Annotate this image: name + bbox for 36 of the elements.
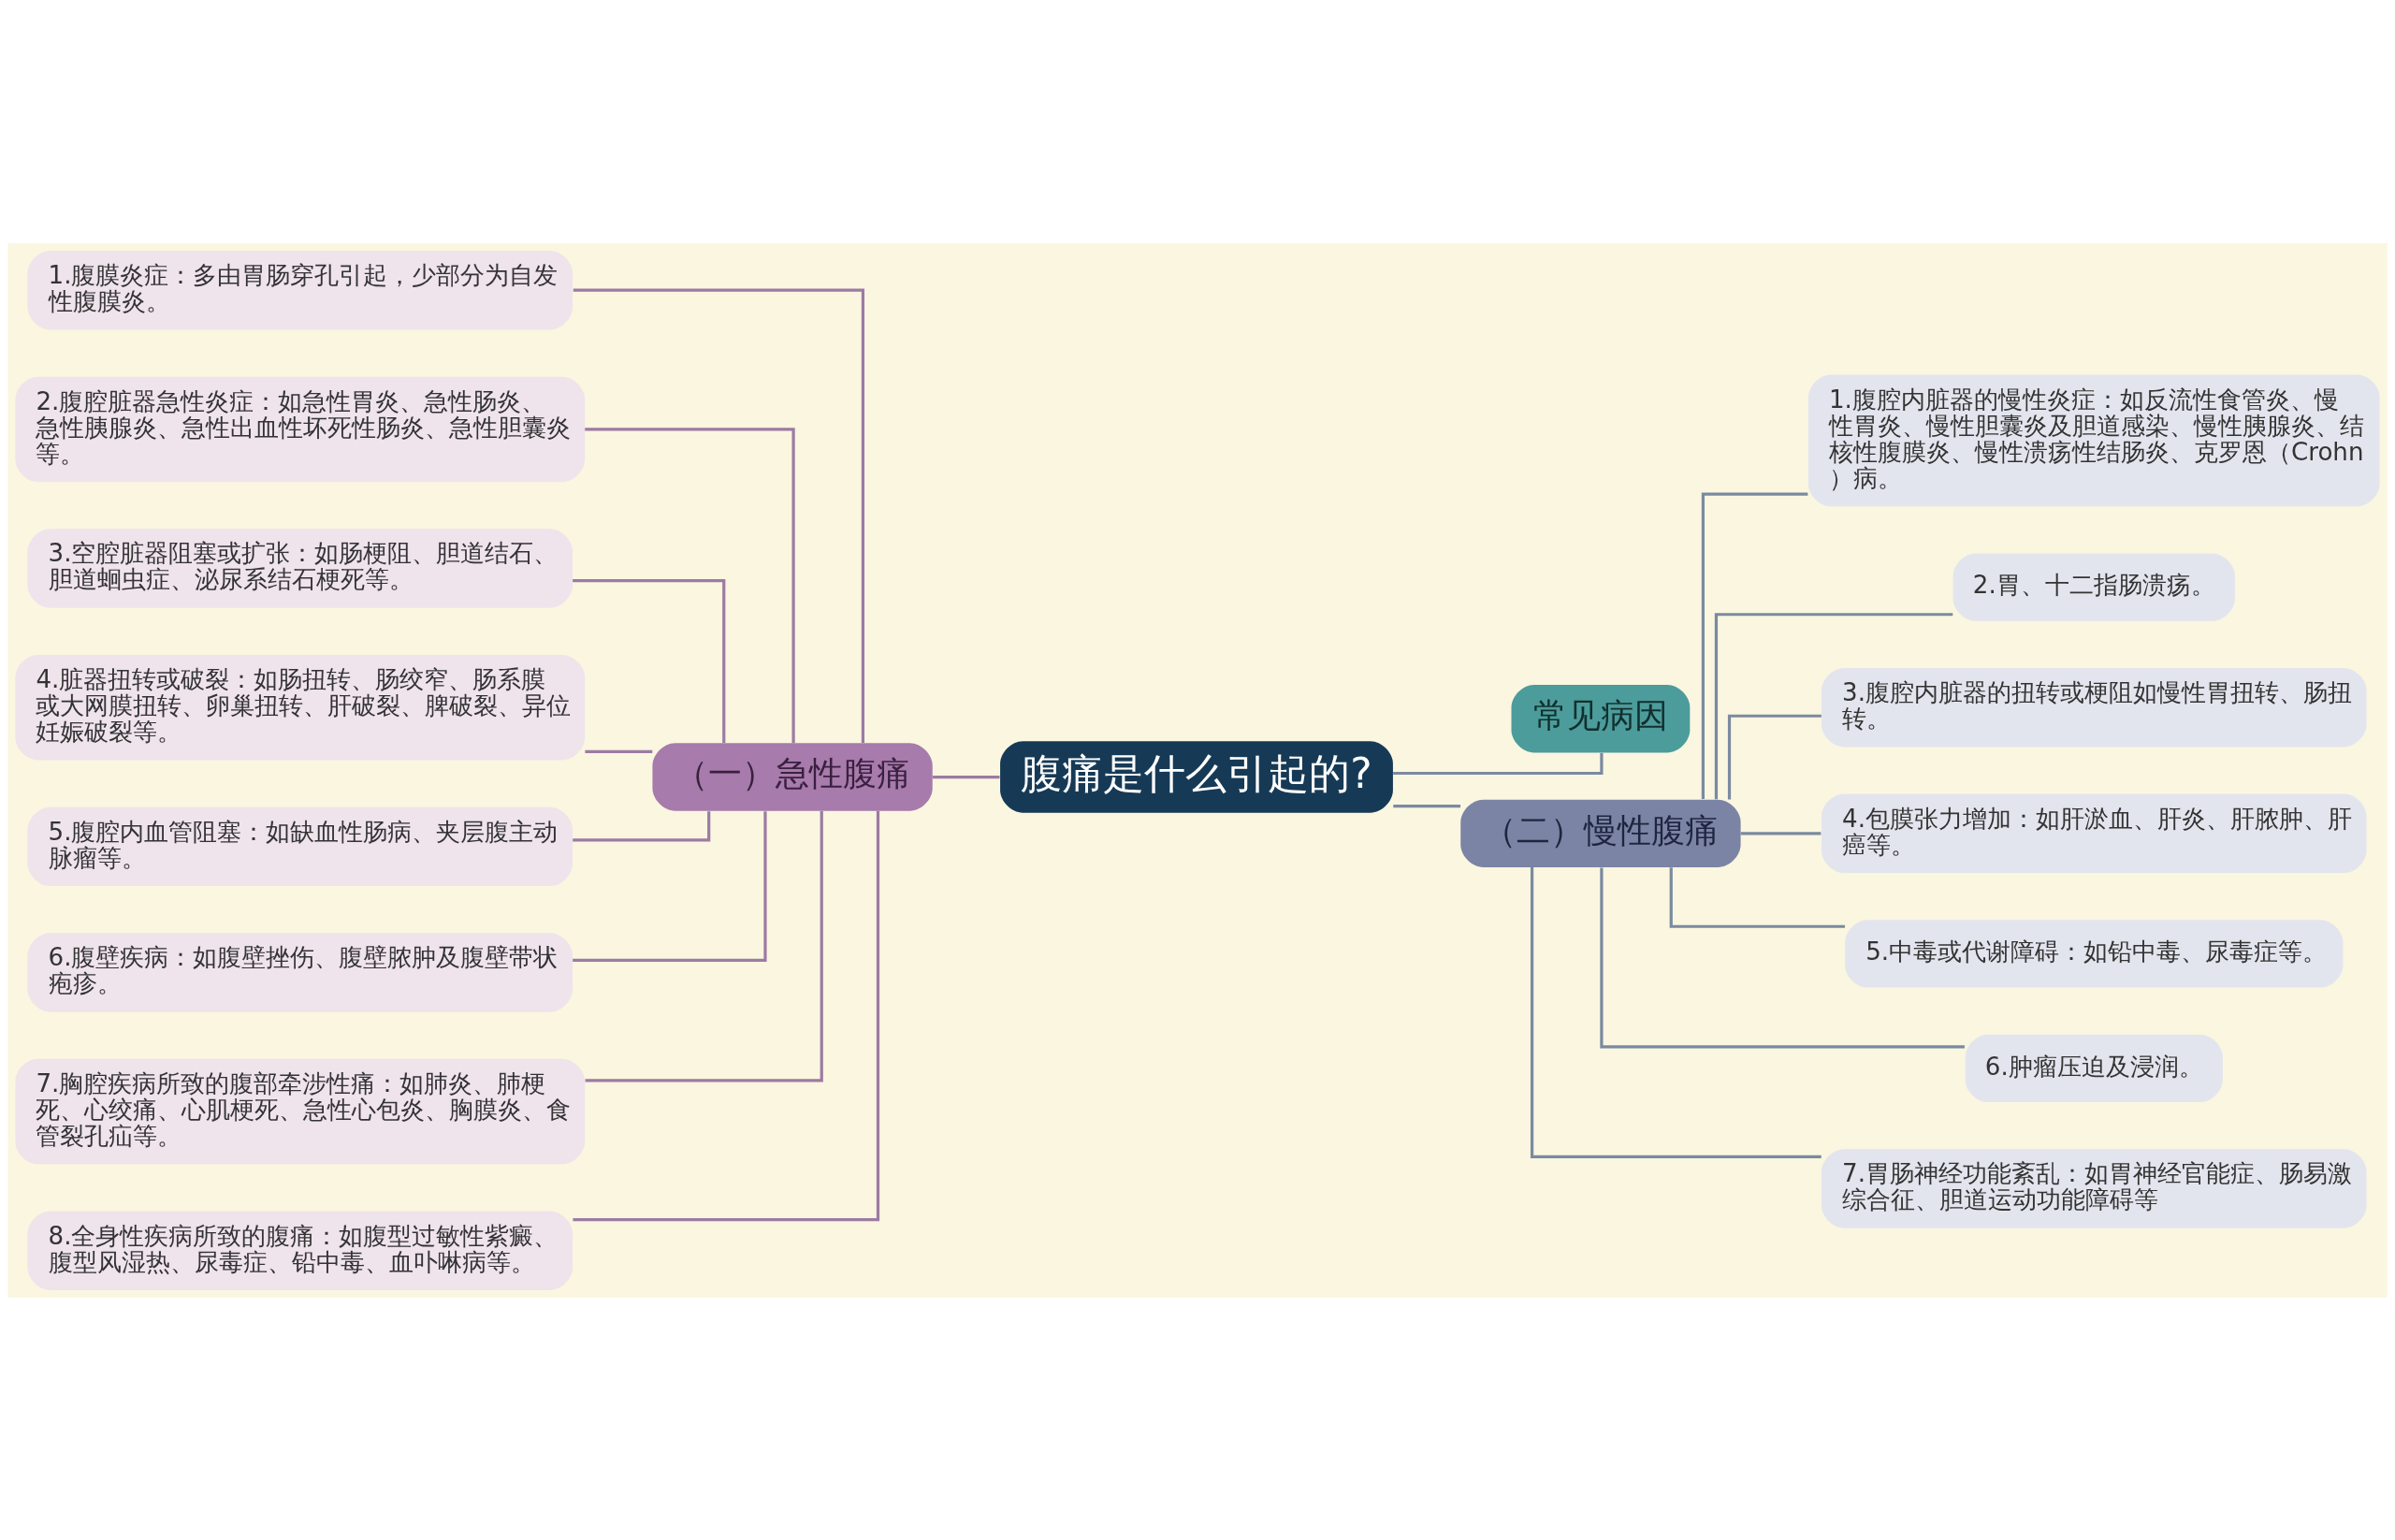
node-box: （一）急性腹痛 <box>652 742 933 811</box>
connector <box>573 810 880 1221</box>
connector <box>1600 866 1965 1048</box>
connector <box>1393 752 1604 775</box>
node-box: 常见病因 <box>1511 684 1691 752</box>
node-box: 5.中毒或代谢障碍：如铅中毒、尿毒症等。 <box>1845 919 2344 988</box>
connector <box>1727 714 1822 799</box>
connector <box>1740 831 1822 835</box>
node-box: 4.脏器扭转或破裂：如肠扭转、肠绞窄、肠系膜或大网膜扭转、卵巢扭转、肝破裂、脾破裂、异位妊娠破裂等。 <box>15 654 586 760</box>
connector <box>1669 866 1846 928</box>
connector <box>573 288 864 743</box>
node-box: 4.包膜张力增加：如肝淤血、肝炎、肝脓肿、肝癌等。 <box>1821 793 2367 873</box>
node-box: 3.空腔脏器阻塞或扩张：如肠梗阻、胆道结石、胆道蛔虫症、泌尿系结石梗死等。 <box>27 528 573 608</box>
node-box: （二）慢性腹痛 <box>1460 799 1741 867</box>
node-box: 7.胃肠神经功能紊乱：如胃神经官能症、肠易激综合征、胆道运动功能障碍等 <box>1821 1148 2367 1228</box>
connector <box>585 810 823 1082</box>
connector <box>585 749 653 753</box>
node-box: 5.腹腔内血管阻塞：如缺血性肠病、夹层腹主动脉瘤等。 <box>27 806 573 886</box>
node-box: 1.腹腔内脏器的慢性炎症：如反流性食管炎、慢性胃炎、慢性胆囊炎及胆道感染、慢性胰腺炎、结核性腹膜炎、慢性溃疡性结肠炎、克罗恩（Crohn）病。 <box>1807 374 2380 506</box>
node-box: 3.腹腔内脏器的扭转或梗阻如慢性胃扭转、肠扭转。 <box>1821 667 2367 747</box>
node-box: 腹痛是什么引起的? <box>1000 740 1393 813</box>
node-box: 1.腹膜炎症：多由胃肠穿孔引起，少部分为自发性腹膜炎。 <box>27 250 573 329</box>
connector <box>1531 866 1822 1158</box>
connector <box>932 775 1000 778</box>
connector <box>1393 804 1461 807</box>
node-box: 8.全身性疾病所致的腹痛：如腹型过敏性紫癜、腹型风湿热、尿毒症、铅中毒、血卟啉病等。 <box>27 1211 573 1290</box>
connector <box>573 578 726 743</box>
connector <box>1701 492 1808 799</box>
node-box: 6.腹壁疾病：如腹壁挫伤、腹壁脓肿及腹壁带状疱疹。 <box>27 932 573 1012</box>
connector <box>1714 612 1953 799</box>
node-box: 6.肿瘤压迫及浸润。 <box>1965 1034 2223 1102</box>
connector <box>573 810 767 962</box>
connector <box>585 427 795 743</box>
node-box: 2.胃、十二指肠溃疡。 <box>1952 552 2235 621</box>
node-box: 7.胸腔疾病所致的腹部牵涉性痛：如肺炎、肺梗死、心绞痛、心肌梗死、急性心包炎、胸膜炎、食管裂孔疝等。 <box>15 1058 586 1164</box>
node-box: 2.腹腔脏器急性炎症：如急性胃炎、急性肠炎、急性胰腺炎、急性出血性坏死性肠炎、急性胆囊炎等。 <box>15 376 586 482</box>
